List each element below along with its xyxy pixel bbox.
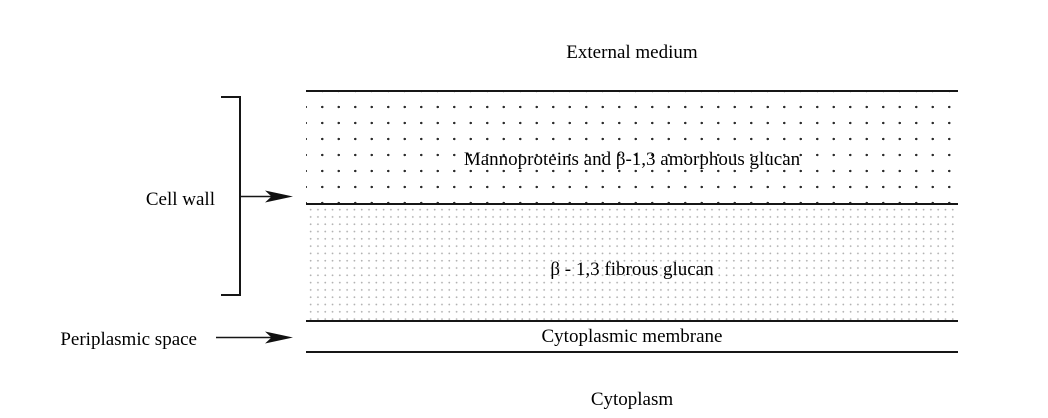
external-medium-label: External medium bbox=[566, 42, 698, 63]
cell-wall-outer-line bbox=[306, 90, 958, 92]
fibrous-glucan-layer bbox=[306, 205, 958, 320]
cytoplasm-label: Cytoplasm bbox=[590, 389, 674, 410]
mannoprotein-layer bbox=[306, 92, 958, 203]
periplasmic-space-label: Periplasmic space bbox=[60, 329, 197, 350]
cytoplasmic-membrane-label: Cytoplasmic membrane bbox=[541, 326, 723, 347]
mannoprotein-layer-label: Mannoproteins and β-1,3 amorphous glucan bbox=[463, 149, 801, 170]
inner-wall-line bbox=[306, 320, 958, 322]
periplasmic-space-arrow bbox=[216, 331, 293, 344]
wall-layer-boundary-line bbox=[306, 203, 958, 205]
fibrous-glucan-layer-label: β - 1,3 fibrous glucan bbox=[550, 259, 714, 280]
cell-wall-label: Cell wall bbox=[145, 189, 215, 210]
membrane-bottom-line bbox=[306, 351, 958, 353]
cell-wall-bracket bbox=[221, 96, 241, 296]
cell-wall-arrow bbox=[239, 190, 293, 203]
